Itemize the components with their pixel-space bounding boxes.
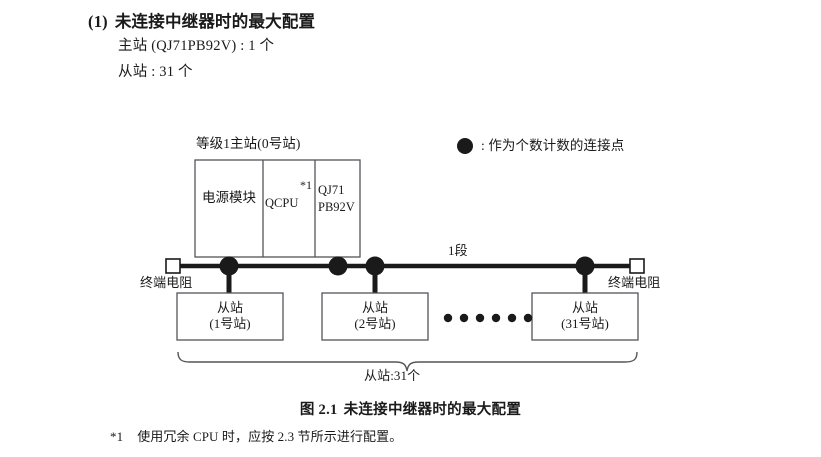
terminator-right-symbol	[629, 258, 645, 274]
footnote-marker: *1	[110, 429, 124, 444]
module-label-qcpu: QCPU	[265, 196, 299, 210]
slave-station-label-2: 从站 (2号站)	[322, 300, 428, 333]
legend-filled-circle-icon	[457, 138, 473, 154]
ellipsis-dots	[443, 313, 533, 323]
slave-station-box-2	[321, 292, 429, 341]
figure-caption: 图 2.1 未连接中继器时的最大配置	[0, 398, 821, 419]
qcpu-footnote-marker: *1	[300, 178, 312, 192]
qj71pb92v-line2: PB92V	[318, 199, 355, 214]
slave-group-brace	[177, 351, 638, 372]
terminator-left-label: 终端电阻	[140, 275, 193, 290]
module-label-power-supply: 电源模块	[202, 190, 256, 205]
connection-point-slave-31	[575, 256, 595, 276]
slave-1-line2: (1号站)	[209, 316, 251, 332]
connection-point-slave-2	[365, 256, 385, 276]
legend-label: : 作为个数计数的连接点	[481, 138, 625, 153]
slave-station-box-31	[531, 292, 639, 341]
connection-point-slave-1	[219, 256, 239, 276]
footnote-text: 使用冗余 CPU 时，应按 2.3 节所示进行配置。	[137, 429, 403, 444]
spec-slave-count: 从站 : 31 个	[118, 64, 193, 80]
slave-station-label-1: 从站 (1号站)	[177, 300, 283, 333]
qj71pb92v-line1: QJ71	[318, 183, 345, 197]
connection-point-master	[328, 256, 348, 276]
bus-segment-label: 1段	[448, 243, 468, 258]
spec-master-count: 主站 (QJ71PB92V) : 1 个	[118, 38, 275, 54]
section-title: 未连接中继器时的最大配置	[114, 12, 316, 31]
terminator-left-symbol	[165, 258, 181, 274]
slave-1-line1: 从站	[216, 300, 243, 315]
module-label-qj71pb92v: QJ71 PB92V	[318, 182, 358, 216]
figure-caption-text: 未连接中继器时的最大配置	[343, 402, 522, 418]
master-station-caption: 等级1主站(0号站)	[196, 136, 301, 151]
section-number: (1)	[88, 12, 108, 31]
slave-group-brace-label: 从站:31个	[364, 368, 421, 383]
slave-2-line2: (2号站)	[354, 316, 396, 332]
master-rack-outline	[194, 159, 361, 258]
section-heading: (1) 未连接中继器时的最大配置	[88, 8, 315, 32]
master-station-rack	[194, 159, 361, 258]
slave-31-line2: (31号站)	[561, 316, 609, 332]
slave-station-label-31: 从站 (31号站)	[532, 300, 638, 333]
figure-number: 图 2.1	[299, 402, 338, 418]
slave-station-box-1	[176, 292, 284, 341]
slave-31-line1: 从站	[571, 300, 598, 315]
slave-2-line1: 从站	[361, 300, 388, 315]
terminator-right-label: 终端电阻	[608, 275, 661, 290]
footnote: *1 使用冗余 CPU 时，应按 2.3 节所示进行配置。	[110, 426, 402, 445]
